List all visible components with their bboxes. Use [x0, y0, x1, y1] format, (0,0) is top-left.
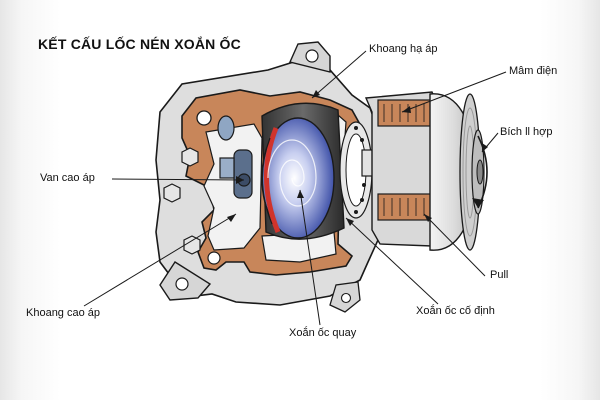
- leader-lines: [83, 50, 507, 326]
- label-pulley: Pull: [490, 269, 509, 281]
- label-clutch-plate: Mâm điện: [509, 65, 558, 77]
- fixed-scroll-ring: [263, 127, 281, 233]
- page-title: KẾT CẤU LỐC NÉN XOẮN ỐC: [38, 36, 241, 52]
- label-orbiting-scroll: Xoắn ốc quay: [289, 327, 357, 339]
- label-low-pressure-chamber: Khoang hạ áp: [369, 43, 438, 55]
- label-fixed-scroll: Xoắn ốc cố định: [416, 305, 495, 317]
- label-high-pressure-chamber: Khoang cao áp: [26, 307, 101, 319]
- high-pressure-valve: [217, 115, 253, 199]
- label-clutch-housing: Bích ll hợp: [500, 126, 553, 138]
- label-high-pressure-valve: Van cao áp: [40, 172, 95, 184]
